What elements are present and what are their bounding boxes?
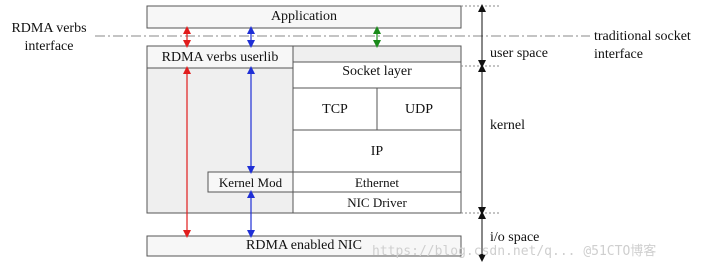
watermark-text: https://blog.csdn.net/q... @51CTO博客	[372, 244, 657, 259]
rdma-verbs-userlib-label: RDMA verbs userlib	[161, 50, 279, 65]
kernel-mod-label: Kernel Mod	[218, 175, 283, 190]
user-space-label: user space	[490, 46, 548, 61]
rdma-verbs-interface-label: RDMA verbs interface	[11, 21, 87, 54]
nic-driver-box	[292, 191, 462, 214]
ip-box	[292, 129, 462, 173]
rdma-enabled-nic-box	[146, 235, 462, 257]
ethernet-label: Ethernet	[354, 175, 400, 190]
udp-box	[376, 87, 462, 131]
kernel-label: kernel	[490, 118, 525, 133]
rdma-enabled-nic-label: RDMA enabled NIC	[246, 238, 362, 253]
application-box	[146, 5, 462, 29]
socket-layer-box	[292, 61, 462, 89]
traditional-socket-interface-label: traditional socket interface	[594, 29, 691, 62]
rdma-verbs-userlib-box	[146, 45, 294, 69]
socket-layer-label: Socket layer	[342, 64, 412, 79]
tcp-label: TCP	[322, 102, 348, 117]
udp-label: UDP	[404, 102, 433, 117]
io-space-label: i/o space	[490, 230, 540, 245]
ip-label: IP	[370, 144, 384, 159]
application-label: Application	[270, 9, 338, 24]
nic-driver-label: NIC Driver	[347, 195, 407, 210]
